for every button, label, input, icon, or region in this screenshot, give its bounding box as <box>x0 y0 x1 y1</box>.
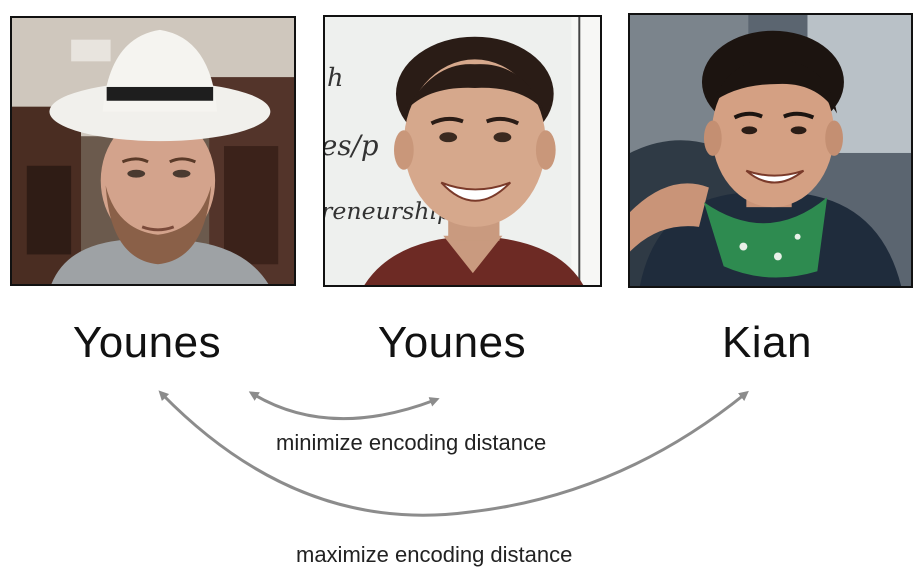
person-photo-outdoor-icon <box>630 15 911 286</box>
anchor-photo <box>10 16 296 286</box>
anchor-name-label: Younes <box>72 318 222 367</box>
person-photo-whiteboard-icon: h es/p reneurship. <box>325 17 600 285</box>
svg-text:h: h <box>327 63 344 93</box>
minimize-distance-caption: minimize encoding distance <box>276 430 547 455</box>
negative-photo <box>628 13 913 288</box>
svg-text:es/p: es/p <box>325 129 378 162</box>
maximize-distance-caption: maximize encoding distance <box>296 542 573 567</box>
positive-name-label: Younes <box>377 318 527 367</box>
positive-photo: h es/p reneurship. <box>323 15 602 287</box>
negative-name-label: Kian <box>721 318 813 367</box>
minimize-distance-arrow <box>248 391 440 420</box>
person-photo-hat-icon <box>12 18 294 284</box>
